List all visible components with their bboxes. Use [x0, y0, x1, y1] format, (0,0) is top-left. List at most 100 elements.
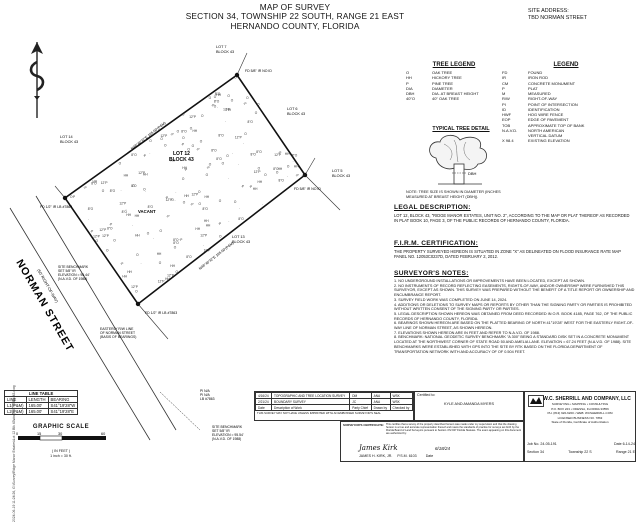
legend-code: ID: [502, 106, 506, 112]
tree-symbol: O: [160, 229, 163, 233]
tree-symbol: O: [136, 253, 139, 257]
tree-symbol: HH: [253, 187, 258, 191]
lot-6-label: LOT 6: [287, 107, 297, 111]
tree-symbol: O: [119, 161, 122, 165]
firm-certification: F.I.R.M. CERTIFICATION: THE PROPERTY SUR…: [394, 240, 634, 259]
tree-symbol: HH: [206, 223, 211, 227]
site-address-value: TBD NORMAN STREET: [528, 14, 587, 21]
tree-symbol: 8"O: [218, 133, 224, 137]
legend-desc: FOUND: [528, 70, 543, 75]
svg-text:PI N/A: PI N/A: [200, 393, 211, 397]
tree-symbol: O: [244, 132, 247, 136]
legend-code: FD: [502, 70, 508, 75]
firm-date: 6-14-24: [622, 442, 635, 446]
tree-symbol: O: [96, 239, 99, 243]
tree-symbol: 8"O: [238, 217, 244, 221]
norman-street-west-line: [9, 207, 151, 441]
norman-street-east-line: [35, 195, 177, 431]
tree-detail-icon: DBH: [429, 134, 487, 185]
graphic-scale-title: GRAPHIC SCALE: [32, 424, 90, 430]
lot-5-label: LOT 5: [332, 169, 342, 173]
tree-symbol: HH: [127, 270, 132, 274]
tree-symbol: ·P: [181, 143, 184, 147]
tree-symbol: O: [183, 200, 186, 204]
tree-detail-note: NOTE: TREE SIZE IS SHOWN IN DIAMETER (IN…: [406, 190, 501, 199]
survey-plan: OHH·P·PHHO12"P·P·P8"OHH8"O·HHHH·P·PO·POO…: [9, 45, 350, 441]
tree-symbol: 8"O: [173, 238, 179, 242]
tree-symbol: HH: [135, 214, 140, 218]
tree-legend-code: DIA: [406, 85, 413, 91]
lot-7-block: BLOCK 43: [216, 50, 234, 54]
title-line-1: MAP OF SURVEY: [259, 2, 331, 12]
tree-symbol: O: [182, 112, 185, 116]
tree-symbol: O: [113, 239, 116, 243]
section-label: Section: [527, 450, 539, 454]
scale-bar-icon: 0 15 30 60: [16, 432, 106, 441]
tree-symbol: 8"O: [88, 207, 94, 211]
firm-state: State of Florida, Certificate of Authori…: [551, 420, 609, 424]
tree-symbol: O: [214, 95, 217, 99]
legend-desc: IDENTIFICATION: [528, 106, 560, 112]
tree-symbol: O: [234, 200, 237, 204]
legend-desc: NORTH AMERICAN: [528, 127, 565, 133]
tree-symbol: O: [135, 290, 138, 294]
tree-symbol: ·P: [90, 229, 93, 233]
site-address: SITE ADDRESS: TBD NORMAN STREET: [528, 8, 587, 21]
tree-symbol: ·P: [243, 102, 246, 106]
lot-12-block-label-2: BLOCK 43: [169, 157, 194, 163]
tree-symbol: O: [143, 188, 146, 192]
graphic-scale: GRAPHIC SCALE 0 15 30 60 ( IN FEET ) 1 i…: [6, 424, 116, 458]
tree-symbol: O: [70, 195, 73, 199]
tree-symbol: O: [214, 105, 217, 109]
tree-symbol: ·P: [109, 223, 112, 227]
legend-code: EOP: [502, 117, 511, 123]
tree-symbol: O: [287, 164, 290, 168]
tree-symbol: O: [182, 136, 185, 140]
tree-symbol: 8"O: [214, 100, 220, 104]
tree-symbol: ·P: [218, 222, 221, 226]
line-table: LINE TABLE LINE LENGTH BEARING L1(P&M) 1…: [3, 390, 79, 415]
reg-number: 6103: [408, 454, 417, 458]
note-item: 7. ELEVATIONS SHOWN HEREON ARE IN FEET A…: [394, 330, 540, 335]
title-line-2: SECTION 34, TOWNSHIP 22 SOUTH, RANGE 21 …: [185, 11, 405, 22]
firm-body: THE PROPERTY SURVEYED HEREON IS SITUATED…: [394, 249, 621, 259]
legend-title: LEGEND: [553, 62, 579, 68]
legend-code: HWF: [502, 112, 512, 117]
tree-symbol: ·: [149, 151, 150, 155]
tree-legend-code: O: [406, 70, 410, 75]
tree-legend-code: P: [406, 80, 409, 86]
tree-symbol: HH: [126, 213, 131, 217]
revision-header: Drawn by: [370, 404, 391, 411]
svg-text:LB #7863: LB #7863: [200, 397, 215, 401]
revision-header: Description of Work: [271, 404, 351, 411]
legend-code: M: [502, 91, 506, 96]
cert-body: This certifies that a survey of the prop…: [385, 423, 522, 436]
tree-symbol: O: [264, 173, 267, 177]
surveyor-name: JAMES H. KIRK, JR.: [359, 454, 393, 458]
lot-5-block: BLOCK 43: [332, 174, 350, 178]
legend-desc: IRON ROD: [528, 75, 548, 81]
tree-symbol: 8"O: [148, 205, 154, 209]
tree-legend-title: TREE LEGEND: [432, 62, 476, 68]
tree-symbol: HH: [182, 166, 187, 170]
tree-symbol: O: [199, 202, 202, 206]
site-address-label: SITE ADDRESS:: [528, 8, 569, 14]
tree-symbol: 12"P: [158, 280, 165, 284]
scale-tick: 15: [37, 432, 41, 436]
tree-symbol: HH: [171, 158, 176, 162]
tree-symbol: 8"O: [181, 129, 187, 133]
tree-symbol: ·: [132, 224, 133, 228]
revision-header: Party Chief: [349, 404, 372, 411]
tree-symbol: ·: [293, 160, 294, 164]
tree-symbol: O: [222, 162, 225, 166]
tree-symbol: O: [160, 137, 163, 141]
survey-title: MAP OF SURVEY SECTION 34, TOWNSHIP 22 SO…: [180, 2, 410, 31]
site-benchmark-2: SITE BENCHMARK: [212, 425, 243, 429]
tree-symbol: O: [149, 139, 152, 143]
